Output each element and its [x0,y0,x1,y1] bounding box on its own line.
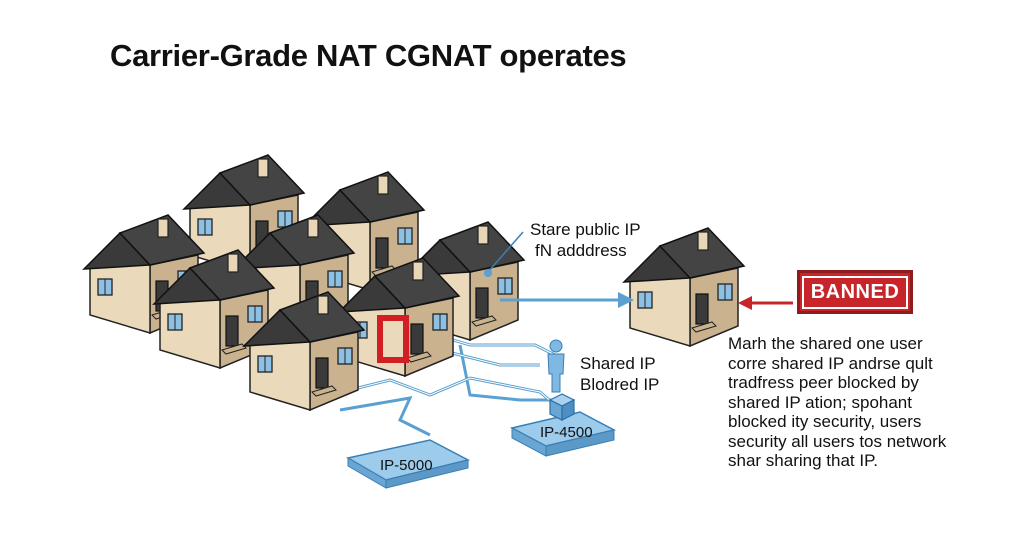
ip-box-1-label: IP-5000 [380,457,433,474]
description-line: corre shared IP andrse qult [728,353,933,373]
description-line: Marh the shared one user [728,334,923,353]
description-text: Marh the shared one user corre shared IP… [728,334,946,471]
description-line: shared IP ation; spohant [728,392,912,412]
description-line: shar sharing that IP. [728,451,878,470]
description-line: tradfress peer blocked by [728,373,919,392]
server-cube-icon [548,393,576,421]
highlighted-user-door [377,315,409,363]
description-line: blocked ity security, users [728,412,922,431]
arrow-left-icon [738,296,793,310]
ip-box-1 [345,439,471,489]
blocked-ip-label: Blodred IP [580,375,660,394]
page-title: Carrier-Grade NAT CGNAT operates [110,38,627,73]
public-ip-label-2: fN addd­ress [535,241,627,260]
ip-box-2 [509,411,617,457]
public-ip-pointer [484,231,524,277]
banned-sign: BANNED [797,270,913,314]
person-icon [547,339,565,393]
arrow-right-icon [500,292,634,308]
banned-label: BANNED [801,275,909,309]
house-icon [623,227,745,347]
ip-box-2-label: IP-4500 [540,424,593,441]
public-ip-label-1: Stare public IP [530,220,641,239]
description-line: security all users tos network [728,431,947,451]
shared-ip-label: Shared IP [580,354,656,373]
